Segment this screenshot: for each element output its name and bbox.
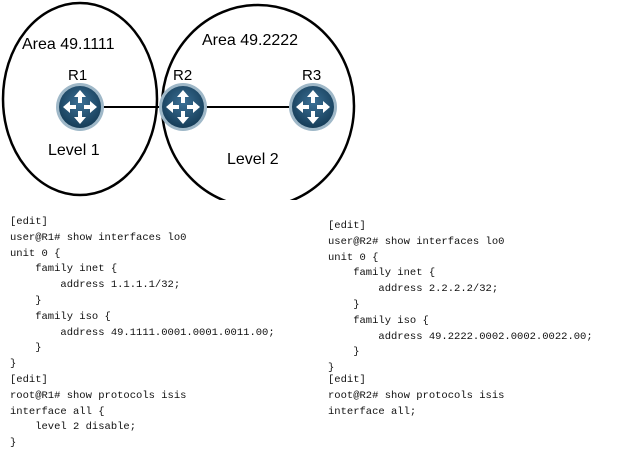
area-label: Area 49.1111 [22, 36, 115, 53]
cli-line: } [10, 437, 17, 450]
cli-line: user@R2# show interfaces lo0 [328, 235, 505, 248]
cli-line: } [328, 346, 360, 359]
cli-line: [edit] [328, 220, 366, 232]
cli-line: } [328, 362, 335, 375]
cli-line: user@R1# show interfaces lo0 [10, 231, 187, 244]
area-label: Area 49.2222 [202, 32, 298, 49]
cli-line: } [328, 298, 360, 311]
cli-line: family iso { [328, 314, 429, 327]
area-49-1111-outline [1, 1, 159, 197]
cli-line: root@R1# show protocols isis [10, 389, 187, 402]
cli-line: address 49.1111.0001.0001.0011.00; [10, 326, 275, 339]
r2-interfaces-output: [edit] user@R2# show interfaces lo0 unit 0… [328, 219, 593, 377]
level-label: Level 1 [48, 142, 100, 159]
r1-protocols-output: [edit] root@R1# show protocols isis interf… [10, 373, 186, 452]
r1-interfaces-output: [edit] user@R1# show interfaces lo0 unit 0… [10, 215, 275, 373]
cli-line: root@R2# show protocols isis [328, 389, 505, 402]
cli-line: interface all; [328, 405, 417, 418]
cli-line: [edit] [328, 374, 366, 386]
cli-line: unit 0 { [10, 247, 61, 260]
cli-line: family inet { [328, 267, 436, 280]
router-label: R3 [302, 67, 321, 84]
cli-line: address 2.2.2.2/32; [328, 283, 499, 296]
router-icon [56, 83, 104, 131]
router-label: R1 [68, 67, 87, 84]
cli-line: unit 0 { [328, 251, 379, 264]
router-label: R2 [173, 67, 192, 84]
cli-line: interface all { [10, 405, 105, 418]
router-icon [159, 83, 207, 131]
cli-line: family iso { [10, 310, 111, 323]
cli-line: [edit] [10, 374, 48, 386]
cli-line: address 49.2222.0002.0002.0022.00; [328, 330, 593, 343]
level-label: Level 2 [227, 151, 279, 168]
r2-protocols-output: [edit] root@R2# show protocols isis interf… [328, 373, 504, 420]
router-icon [289, 83, 337, 131]
cli-line: } [10, 358, 17, 371]
cli-line: level 2 disable; [10, 421, 137, 434]
cli-line: } [10, 342, 42, 355]
cli-line: family inet { [10, 263, 118, 276]
cli-line: } [10, 294, 42, 307]
network-diagram: Area 49.1111 Area 49.2222 R1 R2 R3 Level… [1, 1, 356, 200]
cli-line: address 1.1.1.1/32; [10, 279, 181, 292]
cli-line: [edit] [10, 216, 48, 228]
